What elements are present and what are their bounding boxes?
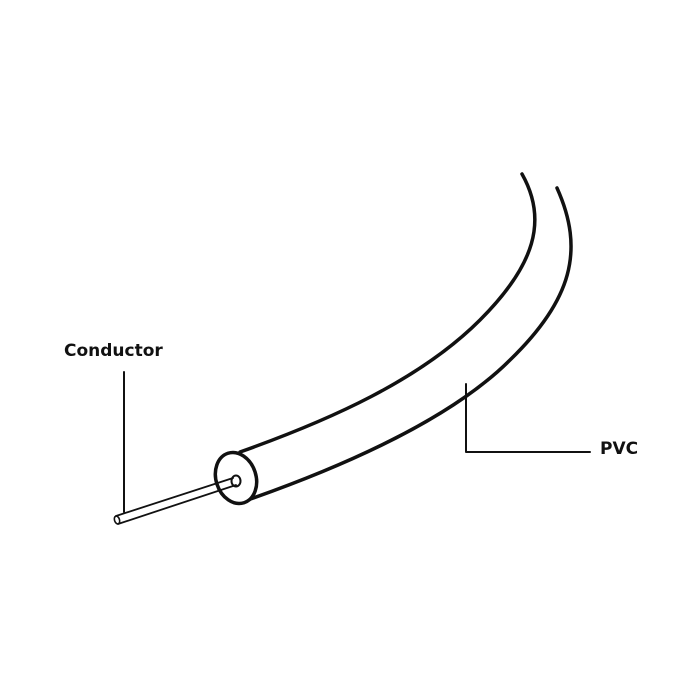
conductor-label: Conductor [64,341,163,361]
conductor-hole [230,474,242,488]
cable-end-face [213,450,259,506]
conductor-wire [115,477,234,517]
pvc-leader-line [465,383,591,453]
pvc-label: PVC [600,439,639,459]
pvc-jacket-upper-edge [238,172,537,454]
conductor-tip [113,515,121,525]
pvc-jacket-lower-edge [240,186,573,504]
conductor-wire-lower [117,484,237,525]
